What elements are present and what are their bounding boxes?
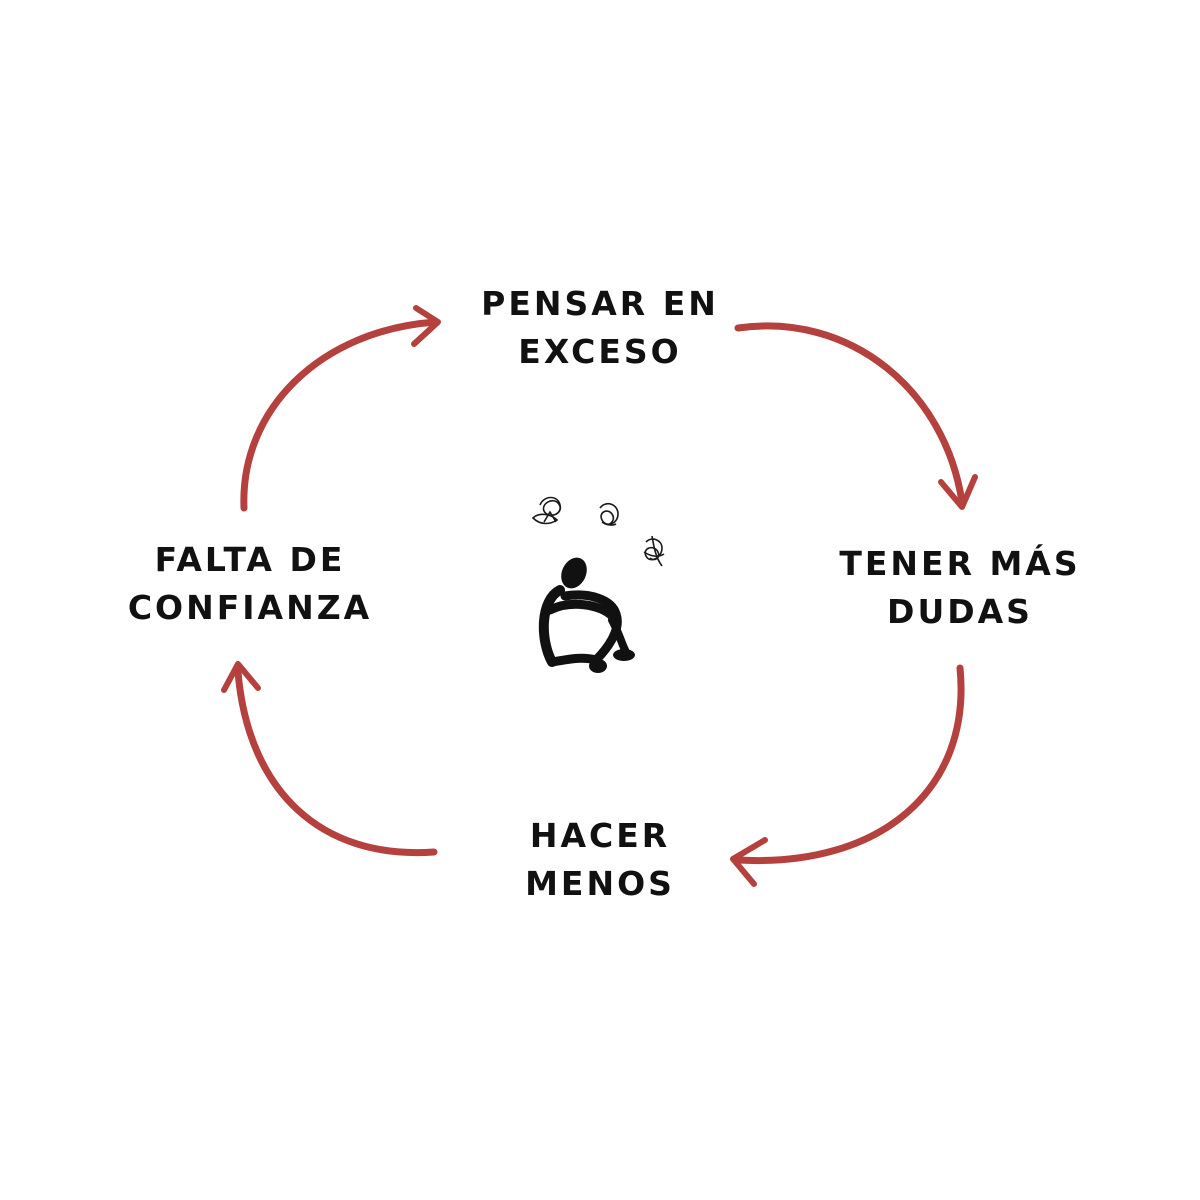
node-label-line: TENER MÁS	[839, 544, 1081, 583]
arrow-right-to-bottom	[730, 664, 965, 887]
body-icon	[538, 585, 630, 667]
node-label-line: HACER	[529, 816, 671, 855]
foot-icon	[589, 659, 607, 673]
arrow-left-to-top	[240, 305, 441, 512]
arrow-bottom-to-left	[221, 661, 438, 857]
node-falta-de-confianza: FALTA DE CONFIANZA	[90, 536, 410, 632]
node-label-line: DUDAS	[887, 592, 1033, 631]
worry-scribble-icon	[531, 496, 665, 567]
foot-icon	[613, 649, 635, 661]
node-hacer-menos: HACER MENOS	[440, 812, 760, 908]
node-pensar-en-exceso: PENSAR EN EXCESO	[440, 280, 760, 376]
node-tener-mas-dudas: TENER MÁS DUDAS	[800, 540, 1120, 636]
node-label-line: CONFIANZA	[127, 588, 373, 627]
node-label-line: EXCESO	[518, 332, 682, 371]
head-icon	[561, 557, 587, 589]
node-label-line: PENSAR EN	[481, 284, 719, 323]
node-label-line: FALTA DE	[154, 540, 346, 579]
arrow-top-to-right	[734, 322, 978, 510]
node-label-line: MENOS	[525, 864, 675, 903]
